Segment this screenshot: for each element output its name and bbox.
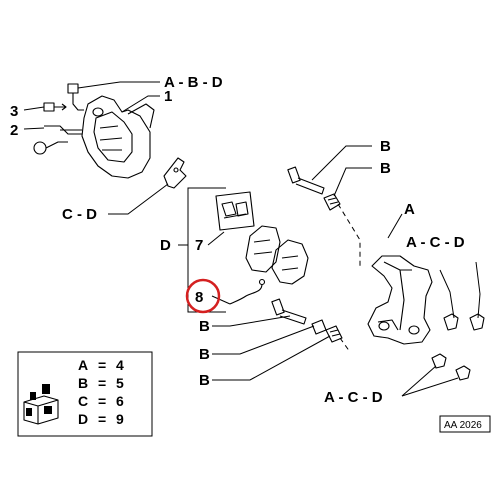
legend-box: A = 4 B = 5 C = 6 D = 9 (17, 351, 153, 437)
callout-b-lower-3: B (199, 372, 210, 389)
clip-lower-right-part (431, 353, 471, 381)
legend-d-key: D (78, 411, 88, 427)
leader-lines (23, 81, 481, 397)
legend-c-value: 6 (116, 393, 124, 409)
caliper-bracket-part (367, 255, 433, 345)
clip-upper-right-part (443, 313, 485, 331)
callout-b-lower-1: B (199, 318, 210, 335)
legend-c-key: C (78, 393, 88, 409)
legend-b-value: 5 (116, 375, 124, 391)
callout-part-2: 2 (10, 122, 18, 139)
callout-a-c-d-lower: A - C - D (324, 389, 383, 406)
callout-a-right: A (404, 201, 415, 218)
bleed-screw-part (67, 83, 84, 111)
guide-boot-upper-part (323, 193, 341, 211)
callout-c-d-left: C - D (62, 206, 97, 223)
pin-part-3 (43, 102, 67, 112)
wear-sensor-wire-part (229, 278, 266, 305)
callout-part-8: 8 (195, 289, 203, 306)
diagram-code-box: AA 2026 (439, 415, 491, 433)
legend-c-eq: = (98, 393, 106, 409)
diagram-code: AA 2026 (444, 420, 482, 431)
assembly-line-upper (337, 203, 361, 266)
highlight-circle (185, 278, 221, 314)
pad-spring-clip-part (163, 157, 187, 189)
legend-a-value: 4 (116, 357, 124, 373)
brake-pad-inner-part (245, 225, 281, 273)
legend-a-key: A (78, 357, 88, 373)
callout-a-b-d-top: A - B - D (164, 74, 223, 91)
caliper-body-part (81, 95, 155, 179)
brake-pad-kit-package-part (215, 191, 255, 231)
legend-b-eq: = (98, 375, 106, 391)
brake-pad-outer-part (271, 239, 309, 285)
assembly-line-lower (339, 337, 351, 353)
legend-d-value: 9 (116, 411, 124, 427)
guide-boot-lower-part (311, 319, 343, 343)
legend-b-key: B (78, 375, 88, 391)
callout-a-c-d-upper: A - C - D (406, 234, 465, 251)
kit-bracket-d (187, 187, 226, 313)
callout-d-left: D (160, 237, 171, 254)
callout-part-1: 1 (164, 88, 172, 105)
callout-b-upper-1: B (380, 138, 391, 155)
bolt-part-2 (33, 125, 82, 155)
callout-b-upper-2: B (380, 160, 391, 177)
guide-pin-upper-part (287, 166, 325, 195)
legend-a-eq: = (98, 357, 106, 373)
guide-pin-lower-part (271, 298, 307, 325)
legend-d-eq: = (98, 411, 106, 427)
parts-kit-icon (23, 384, 59, 425)
callout-part-7: 7 (195, 237, 203, 254)
callout-b-lower-2: B (199, 346, 210, 363)
callout-part-3: 3 (10, 103, 18, 120)
